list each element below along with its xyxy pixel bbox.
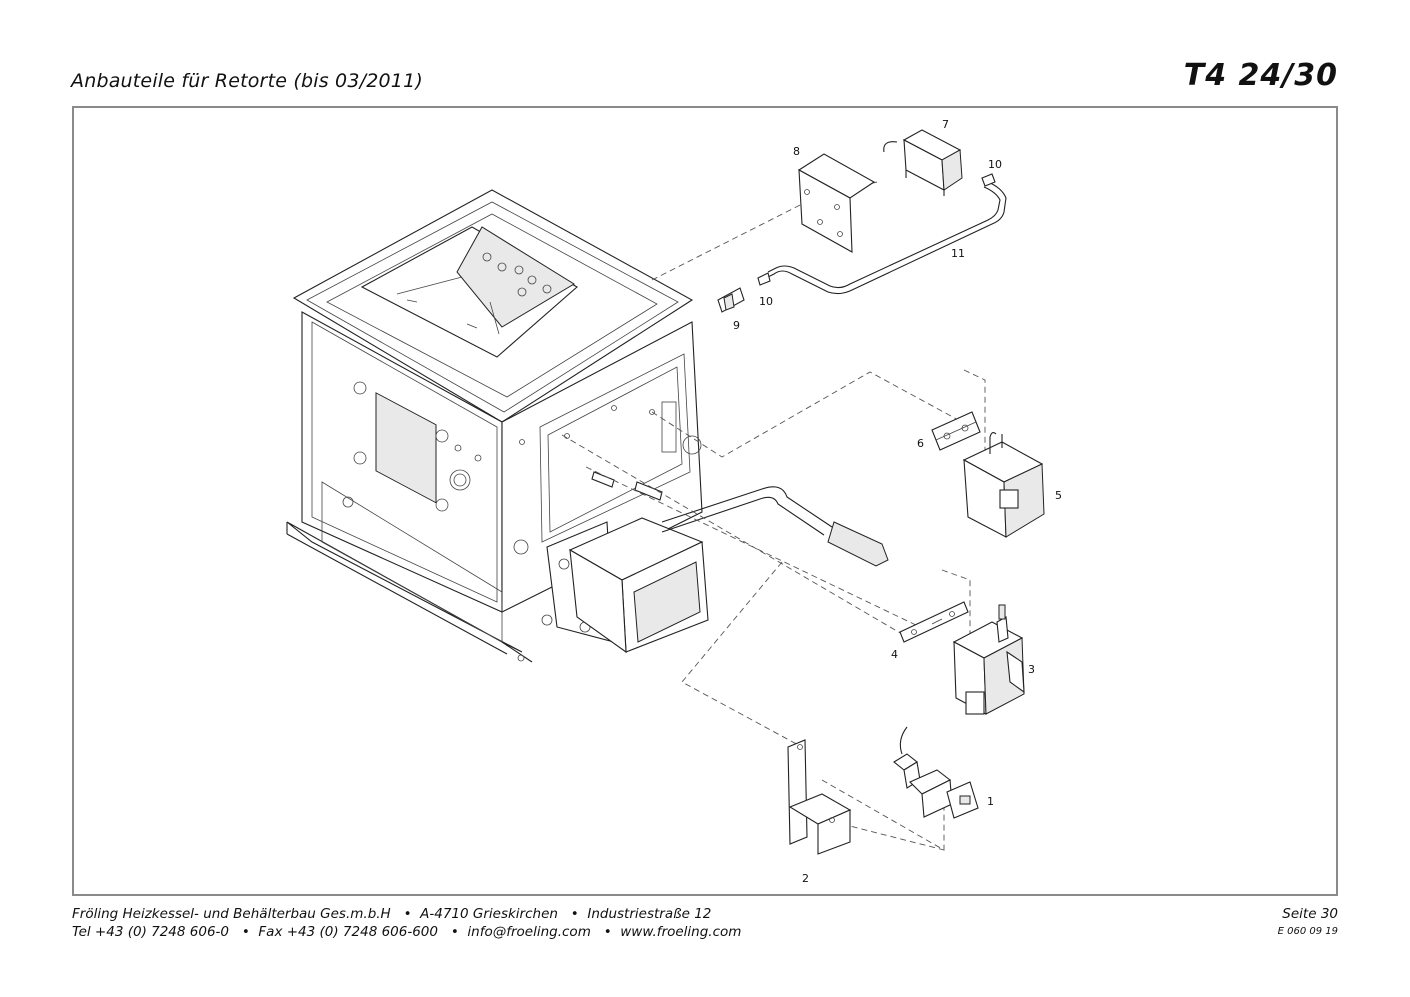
label-part-6: 6 xyxy=(917,437,924,450)
footer-page-info: Seite 30 E 060 09 19 xyxy=(1278,905,1338,941)
document-code: E 060 09 19 xyxy=(1277,926,1338,937)
label-part-1: 1 xyxy=(987,795,994,808)
page-header-title: Anbauteile für Retorte (bis 03/2011) xyxy=(71,70,423,92)
label-part-10-top: 10 xyxy=(988,158,1002,171)
footer-address-line: Fröling Heizkessel- und Behälterbau Ges.… xyxy=(72,906,712,922)
part-3-motor xyxy=(952,604,1025,715)
footer-contact-line: Tel +43 (0) 7248 606-0 • Fax +43 (0) 724… xyxy=(72,924,742,940)
part-8-bracket xyxy=(797,153,876,253)
part-7-box xyxy=(883,129,963,196)
drawing-frame: 1 2 3 4 5 6 7 8 9 10 10 11 xyxy=(72,106,1338,896)
footer-company: Fröling Heizkessel- und Behälterbau Ges.… xyxy=(72,905,741,941)
label-part-5: 5 xyxy=(1055,489,1062,502)
part-4-strip xyxy=(899,601,969,643)
part-1-sensor xyxy=(893,726,979,819)
label-part-4: 4 xyxy=(891,648,898,661)
part-11-tube xyxy=(717,173,1007,313)
leader-lines xyxy=(561,181,986,851)
part-6-plate xyxy=(931,411,981,451)
part-labels: 1 2 3 4 5 6 7 8 9 10 10 11 xyxy=(733,118,1062,885)
page-header-model: T4 24/30 xyxy=(1183,58,1338,93)
label-part-9: 9 xyxy=(733,319,740,332)
label-part-3: 3 xyxy=(1028,663,1035,676)
label-part-7: 7 xyxy=(942,118,949,131)
label-part-11: 11 xyxy=(951,247,965,260)
label-part-8: 8 xyxy=(793,145,800,158)
part-2-bracket xyxy=(787,739,852,855)
exploded-parts-drawing: 1 2 3 4 5 6 7 8 9 10 10 11 xyxy=(286,118,1062,885)
part-5-actuator xyxy=(962,432,1045,538)
label-part-10-mid: 10 xyxy=(759,295,773,308)
label-part-2: 2 xyxy=(802,872,809,885)
retort-housing xyxy=(286,189,889,663)
page-number: Seite 30 xyxy=(1282,906,1338,922)
